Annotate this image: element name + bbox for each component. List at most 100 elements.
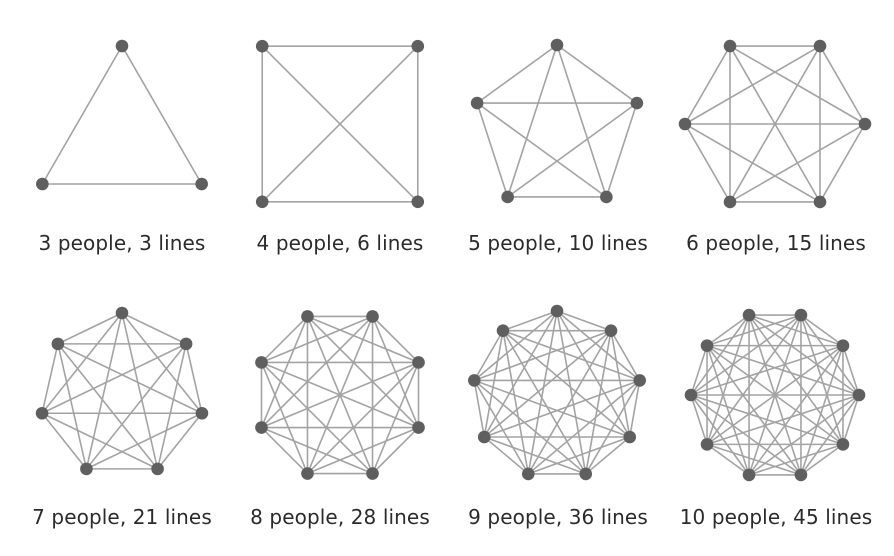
- edge-line: [748, 314, 860, 396]
- edge-line: [41, 343, 187, 414]
- edge-line: [86, 412, 203, 470]
- person-node: [550, 304, 564, 318]
- edge-line: [684, 123, 731, 203]
- edge-line: [474, 379, 631, 438]
- edge-line: [842, 394, 860, 445]
- person-node: [412, 356, 425, 369]
- edge-line: [800, 314, 844, 347]
- edge-line: [706, 443, 802, 476]
- person-node: [151, 462, 164, 476]
- edge-line: [527, 310, 558, 475]
- edge-line: [628, 380, 641, 438]
- edge-line: [842, 345, 860, 396]
- edge-line: [483, 436, 529, 475]
- graph-6-people: [678, 39, 872, 209]
- person-node: [366, 310, 379, 323]
- person-node: [700, 438, 714, 451]
- edge-line: [690, 394, 750, 476]
- edge-line: [483, 379, 640, 438]
- graph-5-people: [470, 38, 644, 204]
- edge-line: [41, 343, 59, 414]
- person-node: [477, 430, 491, 444]
- edge-line: [706, 345, 750, 476]
- edge-line: [121, 45, 203, 185]
- person-node: [501, 190, 514, 204]
- edge-line: [260, 316, 309, 428]
- edge-line: [156, 343, 187, 470]
- edge-line: [260, 315, 309, 364]
- edge-line: [556, 44, 638, 104]
- edge-line: [819, 123, 866, 203]
- graph-4-people: [255, 39, 425, 209]
- person-node: [255, 39, 269, 53]
- edge-line: [483, 330, 504, 438]
- edge-line: [584, 330, 612, 475]
- edge-line: [610, 330, 641, 381]
- person-node: [467, 374, 481, 387]
- person-node: [794, 308, 808, 322]
- person-node: [301, 310, 314, 323]
- person-node: [684, 388, 698, 402]
- edge-line: [556, 310, 631, 438]
- person-node: [623, 430, 637, 444]
- person-node: [115, 39, 129, 53]
- person-node: [723, 195, 737, 209]
- person-node: [678, 117, 692, 131]
- person-node: [813, 195, 827, 209]
- caption-8-people: 8 people, 28 lines: [250, 505, 430, 529]
- person-node: [813, 39, 827, 53]
- person-node: [255, 421, 268, 434]
- caption-10-people: 10 people, 45 lines: [679, 505, 873, 529]
- edge-line: [121, 312, 159, 470]
- edge-line: [474, 329, 612, 382]
- graph-8-people: [255, 310, 425, 480]
- edge-line: [585, 380, 641, 475]
- person-node: [794, 468, 808, 482]
- person-node: [723, 39, 737, 53]
- edge-line: [690, 394, 802, 476]
- graph-7-people: [35, 306, 209, 476]
- caption-4-people: 4 people, 6 lines: [256, 231, 424, 255]
- person-node: [412, 421, 425, 434]
- person-node: [852, 388, 866, 402]
- edge-line: [502, 330, 530, 475]
- edge-line: [121, 312, 187, 345]
- edge-line: [605, 102, 638, 198]
- edge-line: [748, 314, 844, 347]
- person-node: [600, 190, 613, 204]
- edge-line: [507, 102, 638, 198]
- edge-line: [260, 362, 309, 474]
- edge-line: [41, 312, 123, 414]
- edge-line: [748, 314, 844, 445]
- person-node: [604, 324, 618, 337]
- person-node: [255, 195, 269, 209]
- edge-line: [261, 45, 419, 203]
- person-node: [51, 337, 65, 351]
- edge-line: [41, 412, 158, 470]
- edge-line: [748, 394, 860, 476]
- edge-line: [800, 443, 844, 476]
- edge-line: [585, 436, 631, 475]
- edge-line: [684, 123, 821, 203]
- edge-line: [57, 312, 123, 345]
- caption-7-people: 7 people, 21 lines: [32, 505, 212, 529]
- graph-9-people: [467, 304, 647, 481]
- person-node: [115, 306, 129, 320]
- person-node: [470, 96, 484, 110]
- edge-line: [85, 343, 187, 470]
- edge-line: [502, 329, 640, 382]
- edge-line: [476, 102, 607, 198]
- edge-line: [748, 314, 802, 476]
- person-node: [550, 38, 564, 52]
- person-node: [411, 39, 425, 53]
- edge-line: [684, 45, 731, 125]
- edge-line: [85, 312, 123, 470]
- person-node: [836, 339, 850, 352]
- edge-line: [473, 380, 529, 475]
- edge-line: [556, 44, 608, 198]
- edge-line: [41, 412, 88, 470]
- edge-line: [502, 330, 631, 438]
- edge-line: [729, 45, 866, 125]
